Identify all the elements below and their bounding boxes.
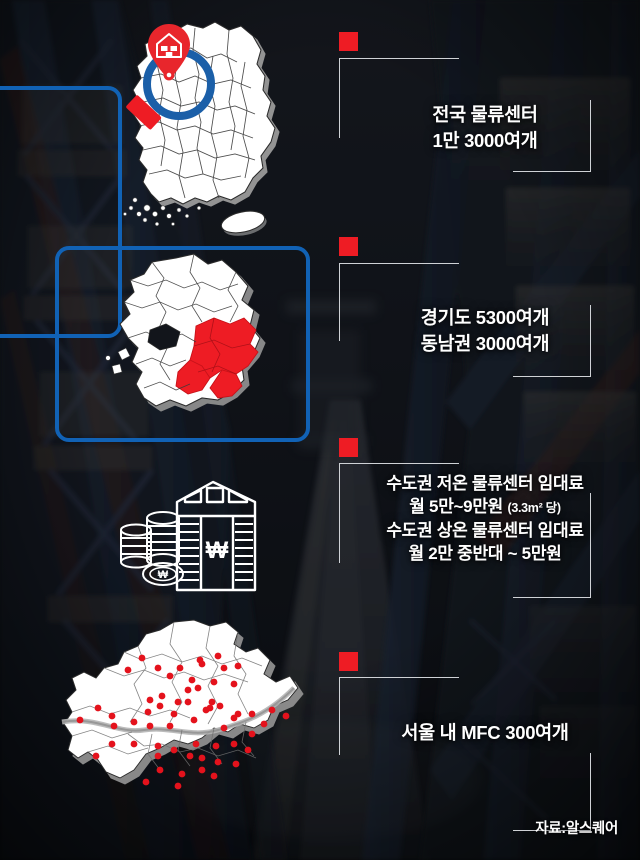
stat-block-seoul-mfc: 서울 내 MFC 300여개 [330,625,640,860]
warehouse-building-icon [175,480,257,592]
red-square-bullet-3 [339,438,358,457]
stat-block-metro-rent-prices: 수도권 저온 물류센터 임대료 월 5만~9만원 (3.3m² 당) 수도권 상… [330,410,640,625]
zoom-frame-lower [55,246,310,442]
stat-text-3: 수도권 저온 물류센터 임대료 월 5만~9만원 (3.3m² 당) 수도권 상… [330,472,640,566]
seoul-mfc-map [42,618,332,828]
bracket-bottom-right-4 [513,753,591,831]
stat-line: 서울 내 MFC 300여개 [401,722,569,743]
rent-icon-group: ₩ [105,468,270,598]
stat-line-with-unit: 월 5만~9만원 (3.3m² 당) [330,495,640,518]
unit-note: (3.3m² 당) [507,501,561,516]
bracket-bottom-right-2 [513,305,591,377]
warehouse-pin-icon [138,18,200,90]
stat-line: 1만 3000여개 [432,129,538,151]
bracket-top-left-3 [339,463,459,563]
stat-line: 경기도 5300여개 [420,307,550,328]
stat-line: 전국 물류센터 [432,104,538,125]
svg-text:₩: ₩ [158,569,169,581]
stat-text-4: 서울 내 MFC 300여개 [330,720,640,746]
stat-text-1: 전국 물류센터 1만 3000여개 [330,102,640,153]
won-symbol: ₩ [206,537,229,564]
red-square-bullet-1 [339,32,358,51]
stat-line-value: 월 5만~9만원 [409,497,504,517]
bracket-top-left-1 [339,58,459,138]
red-square-bullet-2 [339,237,358,256]
source-label: 자료:알스퀘어 [535,821,618,837]
bracket-bottom-right-1 [513,100,591,172]
gyeonggi-map [90,248,300,443]
mfc-dot-cluster [76,652,290,790]
red-square-bullet-4 [339,652,358,671]
maps-column: ₩ [0,18,332,828]
stat-block-gyeonggi-and-southeast: 경기도 5300여개 동남권 3000여개 [330,205,640,410]
stat-line: 수도권 저온 물류센터 임대료 [386,474,584,493]
stat-line: 월 2만 중반대 ~ 5만원 [408,544,562,564]
stat-line: 동남권 3000여개 [420,332,550,354]
bracket-top-left-2 [339,263,459,341]
stat-block-nationwide-logistics-centers: 전국 물류센터 1만 3000여개 [330,0,640,205]
text-column: 전국 물류센터 1만 3000여개 경기도 5300여개 동남권 3000여개 … [330,0,640,860]
stat-line: 수도권 상온 물류센터 임대료 [386,520,584,540]
bracket-top-left-4 [339,677,459,755]
bracket-bottom-right-3 [513,493,591,598]
stat-text-2: 경기도 5300여개 동남권 3000여개 [330,305,640,356]
zoom-frame-upper [0,86,122,338]
